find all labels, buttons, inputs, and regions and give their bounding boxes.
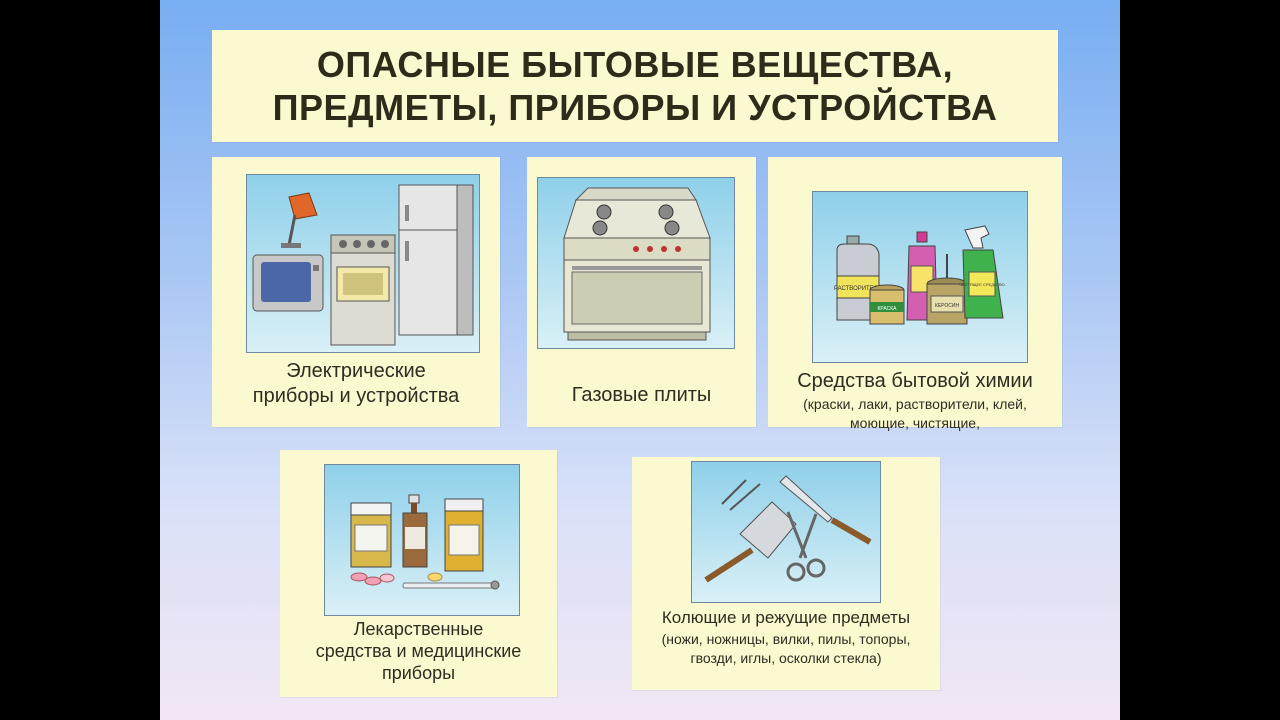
chemicals-caption-sub-1: (краски, лаки, растворители, клей, — [803, 396, 1027, 412]
chemicals-illustration: РАСТВОРИТЕЛИ КРАСКА — [813, 192, 1027, 362]
title-line-2: ПРЕДМЕТЫ, ПРИБОРЫ И УСТРОЙСТВА — [272, 87, 998, 128]
card-sharp-objects: Колющие и режущие предметы (ножи, ножниц… — [632, 457, 940, 690]
svg-text:КРАСКА: КРАСКА — [878, 306, 898, 312]
gas-caption-line-1: Газовые плиты — [571, 384, 712, 406]
paint-can-icon: КРАСКА — [869, 284, 905, 325]
chemicals-caption-sub-2: моющие, чистящие, — [850, 415, 980, 431]
pills-icon — [350, 572, 443, 586]
electric-caption: Электрические приборы и устройства — [212, 359, 500, 409]
title-panel: ОПАСНЫЕ БЫТОВЫЕ ВЕЩЕСТВА, ПРЕДМЕТЫ, ПРИБ… — [212, 30, 1058, 142]
electric-caption-line-1: Электрические — [286, 360, 426, 382]
medicine-caption-line-1: Лекарственные — [353, 619, 484, 639]
svg-text:ЧИСТЯЩЕЕ СРЕДСТВО: ЧИСТЯЩЕЕ СРЕДСТВО — [959, 282, 1005, 287]
chemicals-caption-line-1: Средства бытовой химии — [797, 370, 1033, 392]
card-household-chemicals: РАСТВОРИТЕЛИ КРАСКА — [768, 157, 1062, 431]
thermometer-icon — [402, 580, 500, 590]
chemicals-picture: РАСТВОРИТЕЛИ КРАСКА — [812, 191, 1028, 363]
kerosene-can-icon: КЕРОСИН — [926, 254, 968, 325]
electric-appliances-illustration — [247, 175, 479, 352]
sharp-caption-sub-2: гвозди, иглы, осколки стекла) — [690, 650, 882, 666]
svg-text:РАСТВОРИТЕЛИ: РАСТВОРИТЕЛИ — [834, 286, 882, 292]
sharp-caption-sub-1: (ножи, ножницы, вилки, пилы, топоры, — [661, 631, 911, 647]
medicine-picture — [324, 464, 520, 616]
solvent-bottle-icon: РАСТВОРИТЕЛИ — [834, 235, 882, 321]
card-medicine: Лекарственные средства и медицинские при… — [280, 450, 557, 697]
medicine-caption-line-2: средства и медицинские — [315, 641, 522, 661]
card-gas-stoves: Газовые плиты — [527, 157, 756, 427]
tv-icon — [252, 254, 324, 312]
medicine-caption-line-3: приборы — [381, 663, 456, 683]
pill-bottle-icon — [444, 498, 484, 572]
title-line-1: ОПАСНЫЕ БЫТОВЫЕ ВЕЩЕСТВА, — [316, 44, 954, 85]
scissors-icon — [786, 511, 826, 582]
medicine-caption: Лекарственные средства и медицинские при… — [280, 618, 557, 684]
sharp-objects-illustration — [692, 462, 880, 602]
medicine-bottle-icon — [402, 494, 428, 568]
gas-stove-illustration — [538, 178, 734, 348]
gas-stove-picture — [537, 177, 735, 349]
refrigerator-icon — [398, 184, 474, 336]
electric-appliances-picture — [246, 174, 480, 353]
knife-icon — [779, 475, 872, 545]
sharp-objects-caption: Колющие и режущие предметы (ножи, ножниц… — [632, 607, 940, 667]
slide: ОПАСНЫЕ БЫТОВЫЕ ВЕЩЕСТВА, ПРЕДМЕТЫ, ПРИБ… — [160, 0, 1120, 720]
desk-lamp-icon — [281, 192, 318, 248]
pill-jar-icon — [350, 502, 392, 568]
electric-caption-line-2: приборы и устройства — [252, 385, 460, 407]
electric-stove-icon — [330, 234, 396, 346]
medicine-illustration — [325, 465, 519, 615]
svg-text:КЕРОСИН: КЕРОСИН — [935, 303, 960, 309]
spray-bottle-icon: ЧИСТЯЩЕЕ СРЕДСТВО — [959, 225, 1005, 319]
gas-stove-icon — [563, 187, 711, 341]
sharp-objects-picture — [691, 461, 881, 603]
card-electric-appliances: Электрические приборы и устройства — [212, 157, 500, 427]
cleaver-icon — [704, 501, 797, 583]
sharp-caption-line-1: Колющие и режущие предметы — [661, 608, 911, 627]
needles-icon — [721, 479, 761, 511]
gas-caption: Газовые плиты — [527, 383, 756, 408]
chemicals-caption: Средства бытовой химии (краски, лаки, ра… — [768, 369, 1062, 432]
